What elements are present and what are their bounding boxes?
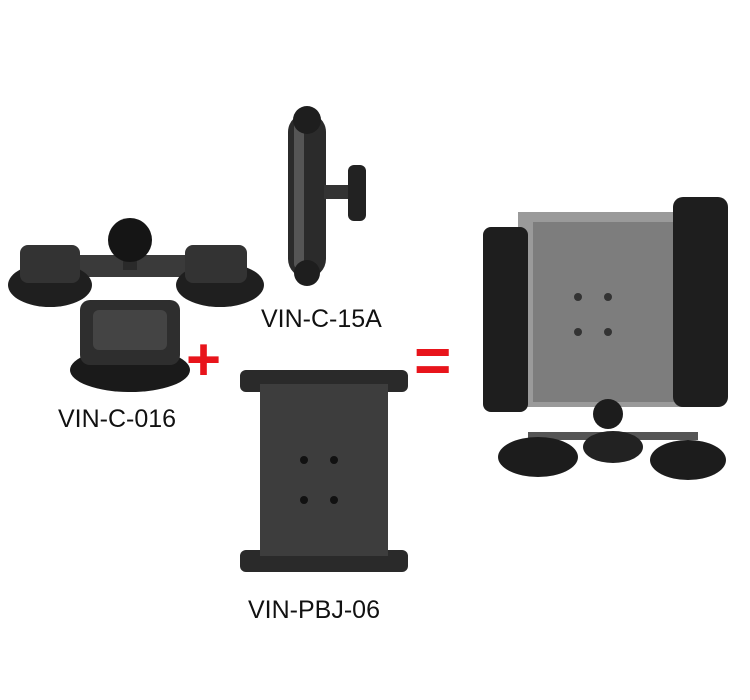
cradle-image	[240, 370, 408, 572]
assembled-mount-image	[483, 197, 728, 480]
arm-label: VIN-C-15A	[261, 305, 382, 333]
arm-image	[288, 106, 366, 286]
suction-base-label: VIN-C-016	[58, 405, 177, 433]
cradle-label: VIN-PBJ-06	[248, 596, 380, 624]
suction-base-image	[8, 218, 264, 392]
plus-sign: +	[186, 326, 222, 393]
equals-sign: =	[414, 324, 452, 396]
